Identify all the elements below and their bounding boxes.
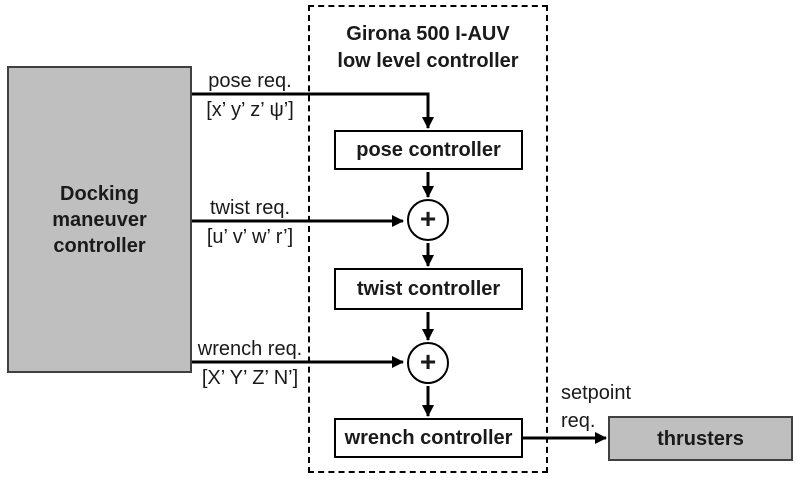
- twist-controller-block: twist controller: [334, 268, 523, 310]
- wrench-req-vector: [X’ Y’ Z’ N’]: [201, 367, 299, 389]
- twist-req-label: twist req.: [209, 197, 291, 219]
- thrusters-label: thrusters: [657, 427, 744, 450]
- wrench-req-label: wrench req.: [197, 338, 303, 360]
- sum-junction-wrench: +: [407, 342, 449, 384]
- group-title-line2: low level controller: [337, 50, 519, 72]
- docking-maneuver-controller-block: Docking maneuver controller: [7, 66, 192, 373]
- group-title-line1: Girona 500 I-AUV: [346, 23, 510, 45]
- twist-req-vector: [u’ v’ w’ r’]: [206, 226, 294, 248]
- pose-controller-block: pose controller: [334, 130, 523, 170]
- plus-icon: +: [419, 346, 437, 377]
- low-level-controller-group-boundary: [308, 5, 548, 473]
- wrench-controller-block: wrench controller: [334, 418, 523, 458]
- pose-req-label: pose req.: [208, 70, 292, 92]
- wrench-controller-label: wrench controller: [344, 426, 513, 449]
- pose-req-vector: [x’ y’ z’ ψ’]: [206, 99, 294, 121]
- setpoint-req-label-line1: setpoint: [561, 382, 632, 404]
- pose-controller-label: pose controller: [356, 138, 501, 161]
- sum-junction-twist: +: [407, 199, 449, 241]
- plus-icon: +: [419, 203, 437, 234]
- twist-controller-label: twist controller: [356, 277, 501, 300]
- setpoint-req-label-line2: req.: [561, 410, 596, 432]
- docking-maneuver-controller-label: Docking maneuver controller: [52, 182, 147, 257]
- thrusters-block: thrusters: [608, 416, 793, 461]
- group-title: Girona 500 I-AUV low level controller: [308, 21, 548, 75]
- setpoint-req-label: setpoint req.: [561, 379, 631, 435]
